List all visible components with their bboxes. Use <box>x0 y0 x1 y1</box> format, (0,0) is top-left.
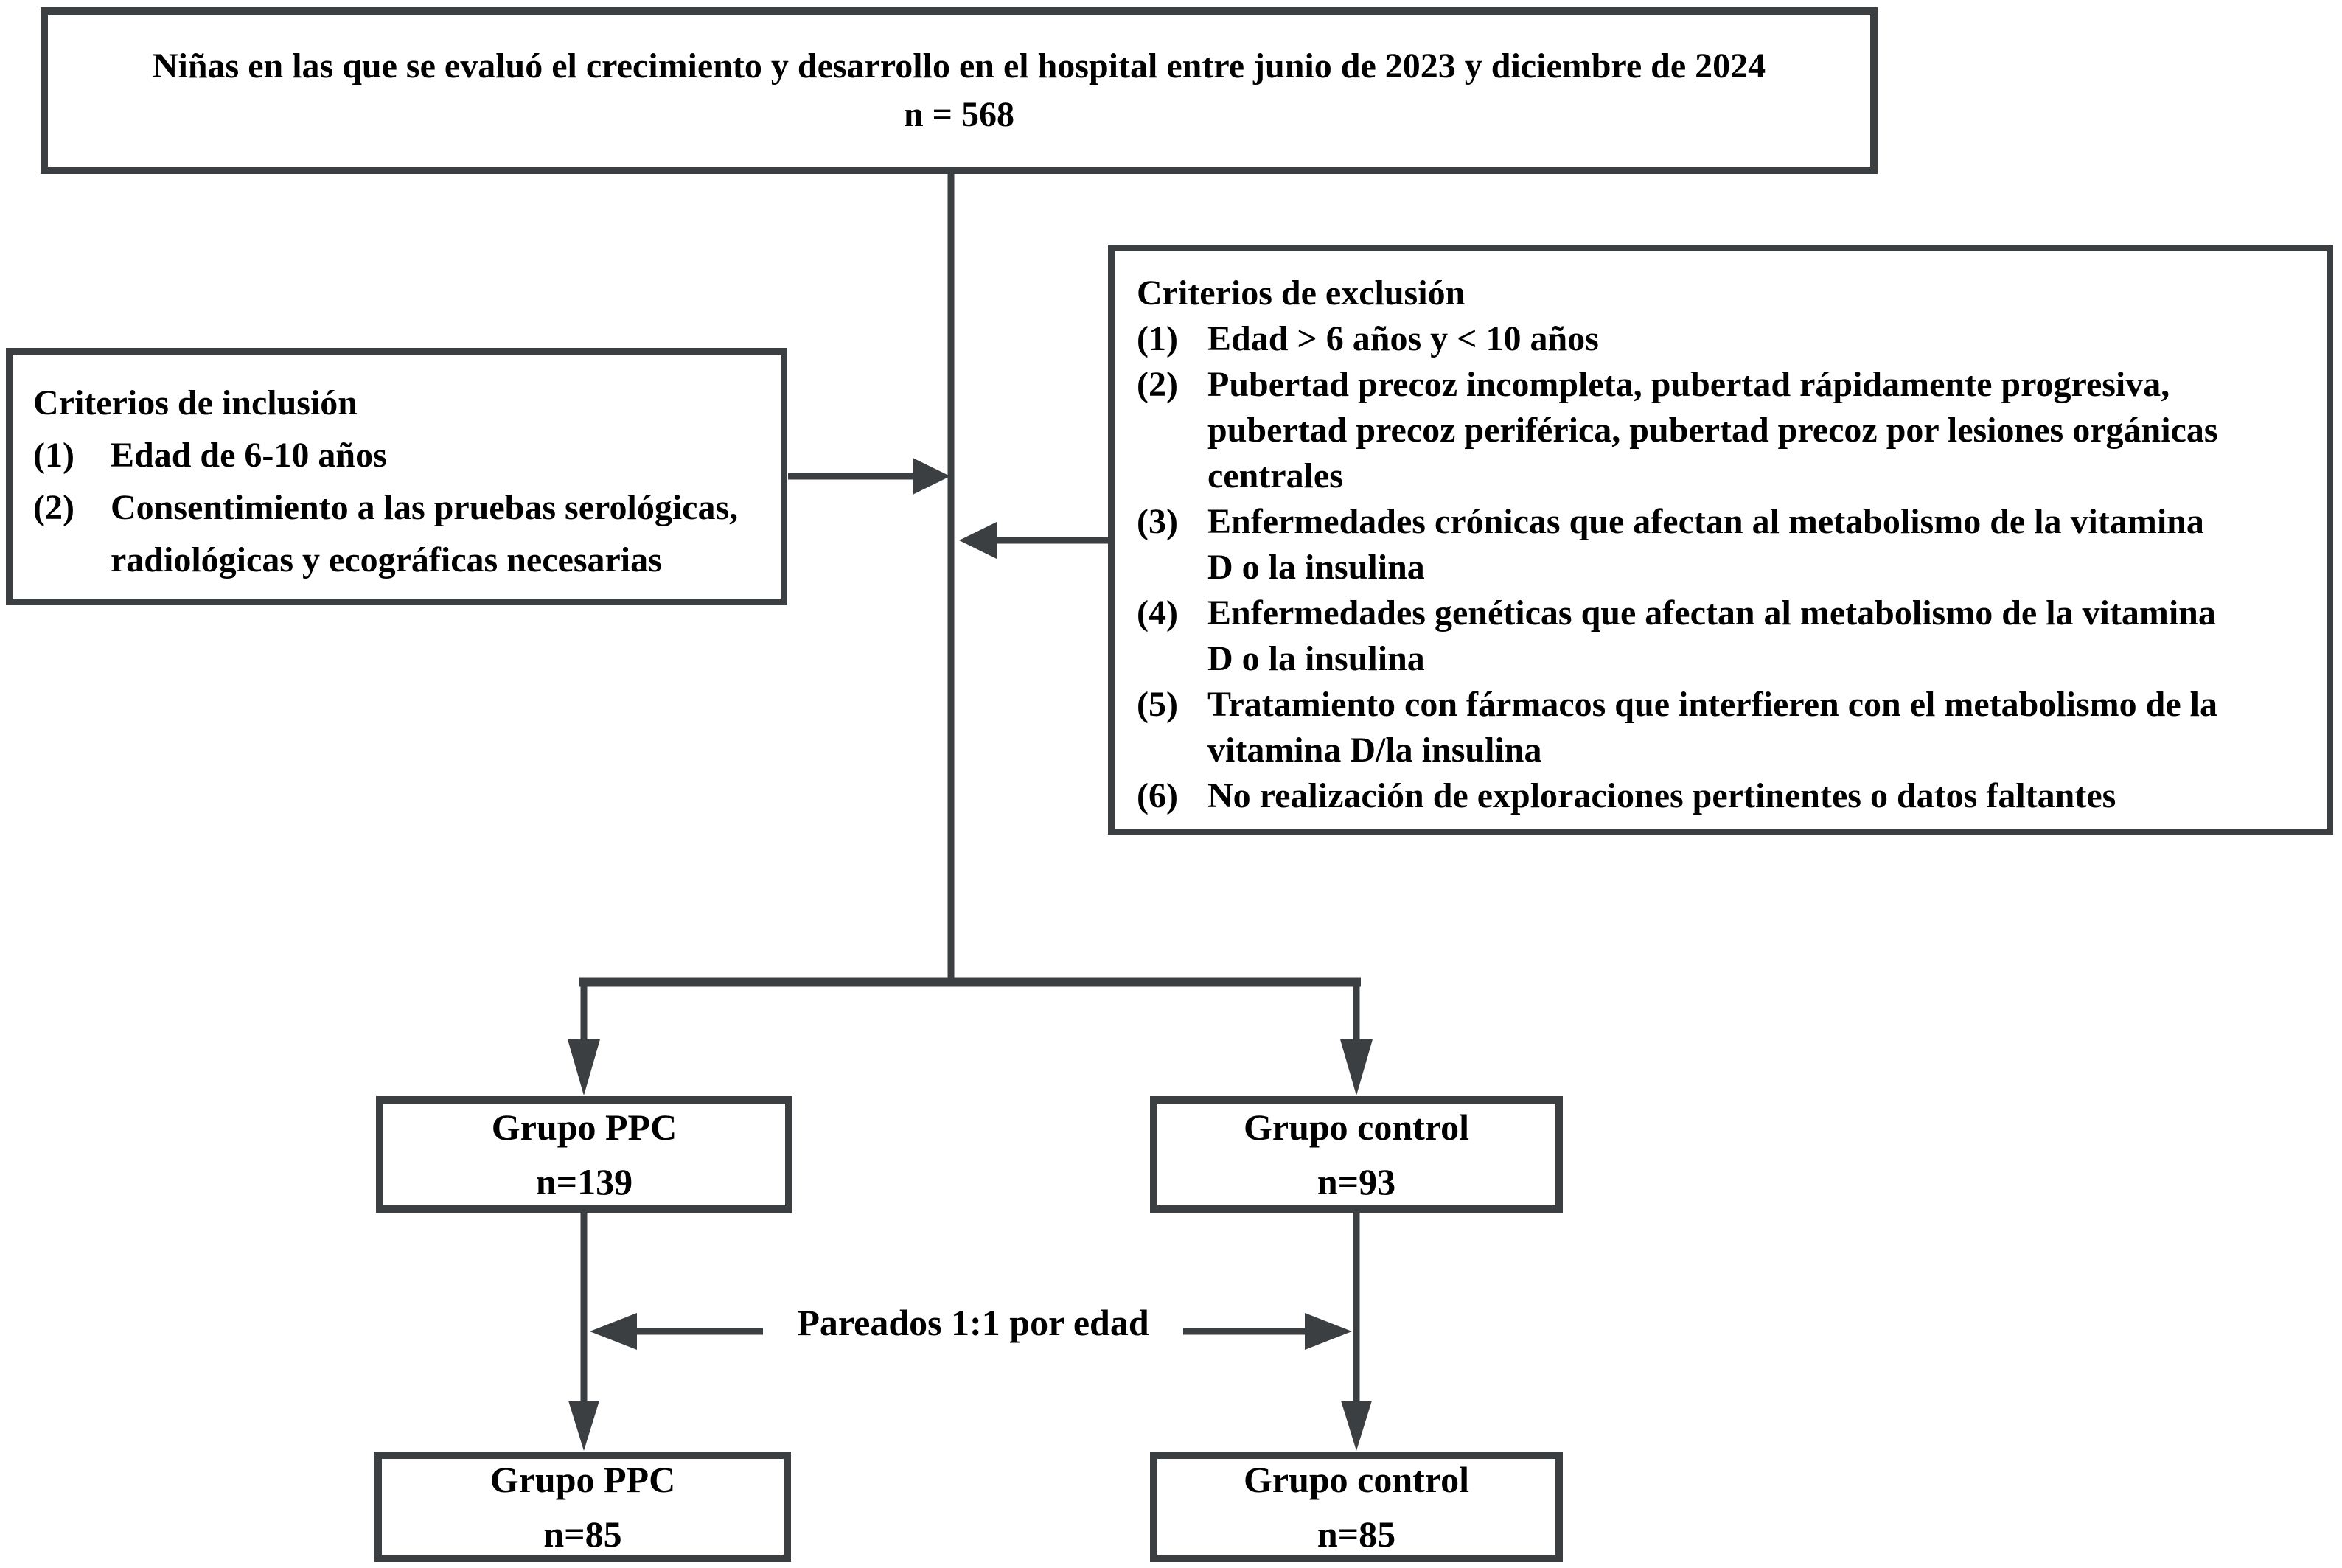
enrollment-text: Niñas en las que se evaluó el crecimient… <box>152 46 1766 86</box>
control-connector-line <box>1341 1212 1372 1451</box>
item-number: (3) <box>1137 502 1178 541</box>
inclusion-title: Criterios de inclusión <box>33 383 358 422</box>
inclusion-criteria-box: Criterios de inclusión (1) Edad de 6-10 … <box>6 348 787 605</box>
item-text: radiológicas y ecográficas necesarias <box>111 540 662 579</box>
ppc-connector-line <box>568 1212 599 1451</box>
match-arrow-right <box>1183 1313 1352 1350</box>
item-text: D o la insulina <box>1207 639 1425 678</box>
ppc-matched-box: Grupo PPC n=85 <box>374 1452 791 1562</box>
item-text: centrales <box>1207 456 1343 495</box>
item-text: Enfermedades genéticas que afectan al me… <box>1207 593 2216 633</box>
item-number: (2) <box>33 488 74 527</box>
group-name: Grupo PPC <box>491 1107 677 1148</box>
exclusion-item: (5) Tratamiento con fármacos que interfi… <box>1137 682 2313 773</box>
inclusion-item: (1) Edad de 6-10 años <box>33 429 769 481</box>
exclusion-item: (4) Enfermedades genéticas que afectan a… <box>1137 590 2313 682</box>
control-matched-box: Grupo control n=85 <box>1150 1452 1563 1562</box>
item-number: (4) <box>1137 593 1178 633</box>
group-name: Grupo control <box>1243 1107 1470 1148</box>
control-group-box: Grupo control n=93 <box>1150 1096 1563 1213</box>
enrollment-count: n = 568 <box>903 95 1015 134</box>
item-text: vitamina D/la insulina <box>1207 731 1542 770</box>
item-number: (5) <box>1137 685 1178 724</box>
group-name: Grupo control <box>1243 1459 1470 1500</box>
item-text: Edad de 6-10 años <box>111 436 387 475</box>
arrow-to-control-group <box>1340 1039 1373 1095</box>
group-count: n=139 <box>535 1161 633 1202</box>
item-text: Consentimiento a las pruebas serológicas… <box>111 488 739 527</box>
enrollment-box: Niñas en las que se evaluó el crecimient… <box>41 7 1878 174</box>
exclusion-item: (6) No realización de exploraciones pert… <box>1137 773 2313 819</box>
item-text: No realización de exploraciones pertinen… <box>1207 776 2116 815</box>
item-number: (1) <box>33 436 74 475</box>
exclusion-item: (2) Pubertad precoz incompleta, pubertad… <box>1137 362 2313 499</box>
item-number: (1) <box>1137 319 1178 358</box>
item-text: Enfermedades crónicas que afectan al met… <box>1207 502 2204 541</box>
item-text: Edad > 6 años y < 10 años <box>1207 319 1599 358</box>
matching-label: Pareados 1:1 por edad <box>797 1302 1149 1343</box>
item-text: Pubertad precoz incompleta, pubertad ráp… <box>1207 365 2170 404</box>
ppc-group-box: Grupo PPC n=139 <box>376 1096 792 1213</box>
group-count: n=85 <box>1317 1513 1396 1555</box>
inclusion-arrow <box>788 458 950 495</box>
exclusion-arrow <box>959 522 1109 559</box>
inclusion-item: (2) Consentimiento a las pruebas serológ… <box>33 481 769 586</box>
split-bar-line <box>579 977 1361 1042</box>
exclusion-item: (3) Enfermedades crónicas que afectan al… <box>1137 499 2313 590</box>
item-text: Tratamiento con fármacos que interfieren… <box>1207 685 2217 724</box>
exclusion-item: (1) Edad > 6 años y < 10 años <box>1137 316 2313 362</box>
group-name: Grupo PPC <box>489 1459 676 1500</box>
arrow-to-ppc-group <box>568 1039 600 1095</box>
exclusion-criteria-box: Criterios de exclusión (1) Edad > 6 años… <box>1108 245 2333 835</box>
match-arrow-left <box>590 1313 763 1350</box>
exclusion-title: Criterios de exclusión <box>1137 273 1466 313</box>
item-number: (2) <box>1137 365 1178 404</box>
item-number: (6) <box>1137 776 1178 815</box>
group-count: n=85 <box>543 1513 622 1555</box>
group-count: n=93 <box>1317 1161 1396 1202</box>
item-text: pubertad precoz periférica, pubertad pre… <box>1207 411 2218 450</box>
item-text: D o la insulina <box>1207 548 1425 587</box>
